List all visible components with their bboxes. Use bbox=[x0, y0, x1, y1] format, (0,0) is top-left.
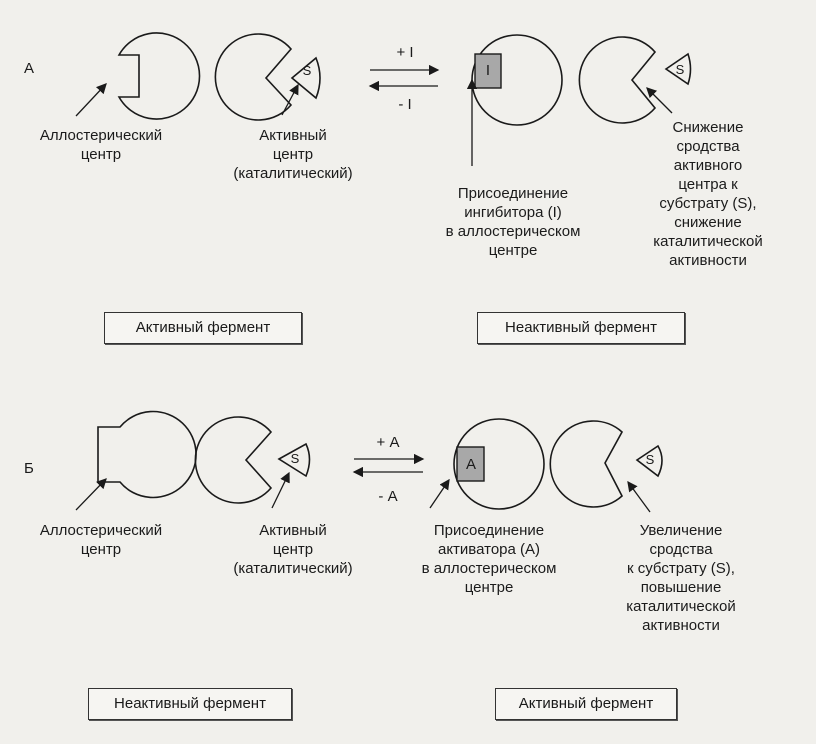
pointer-a-active bbox=[281, 83, 299, 116]
substrate-b-right-label: S bbox=[645, 452, 655, 467]
activator-label: A bbox=[465, 456, 476, 473]
allosteric-center-label-a: Аллостерический центр bbox=[39, 127, 163, 163]
arrow-a-back-label: - I bbox=[398, 96, 412, 113]
panel-a-letter: А bbox=[24, 60, 35, 77]
substrate-b-left-label: S bbox=[290, 451, 300, 466]
enzyme-a-right-catalytic-subunit bbox=[578, 36, 657, 124]
arrow-b-forward-label: + А bbox=[376, 434, 400, 451]
activator-marker-b bbox=[456, 446, 485, 482]
substrate-b-left-shape bbox=[277, 442, 311, 478]
active-enzyme-box-b: Активный фермент bbox=[495, 688, 677, 720]
substrate-a-left-shape bbox=[290, 56, 321, 100]
affinity-increase-label: Увеличение сродства к субстрату (S), пов… bbox=[626, 522, 736, 634]
enzyme-b-left-allosteric-subunit bbox=[97, 410, 197, 499]
inactive-enzyme-box-b: Неактивный фермент bbox=[88, 688, 292, 720]
substrate-a-right-shape bbox=[664, 52, 692, 86]
arrow-a-forward-label: + I bbox=[396, 44, 414, 61]
activator-binding-label: Присоединение активатора (А) в аллостери… bbox=[421, 522, 557, 596]
affinity-decrease-label: Снижение сродства активного центра к суб… bbox=[653, 119, 763, 269]
inhibitor-binding-label: Присоединение ингибитора (I) в аллостери… bbox=[445, 185, 581, 259]
enzyme-a-left-allosteric-subunit bbox=[117, 32, 201, 120]
enzyme-b-left-catalytic-subunit bbox=[194, 416, 273, 504]
pointer-a-allosteric bbox=[75, 83, 107, 117]
allosteric-center-label-b: Аллостерический центр bbox=[39, 522, 163, 558]
substrate-a-left-label: S bbox=[302, 63, 312, 78]
pointer-b-allosteric bbox=[75, 478, 107, 511]
enzyme-b-right-catalytic-subunit bbox=[549, 420, 624, 508]
pointer-b-affinity bbox=[627, 480, 651, 513]
active-enzyme-box-a: Активный фермент bbox=[104, 312, 302, 344]
substrate-b-right-shape bbox=[635, 444, 663, 478]
active-center-label-a: Активный центр (каталитический) bbox=[233, 127, 353, 182]
arrow-b-back-label: - А bbox=[378, 488, 398, 505]
inactive-enzyme-box-a: Неактивный фермент bbox=[477, 312, 685, 344]
active-center-label-b: Активный центр (каталитический) bbox=[233, 522, 353, 577]
panel-b-letter: Б bbox=[24, 460, 34, 477]
inhibitor-marker-a bbox=[474, 53, 502, 89]
inhibitor-label: I bbox=[485, 62, 491, 79]
pointer-b-activator bbox=[429, 478, 450, 509]
enzyme-a-left-catalytic-subunit bbox=[214, 33, 293, 121]
pointer-b-active bbox=[271, 471, 290, 509]
pointer-a-affinity bbox=[646, 87, 673, 114]
substrate-a-right-label: S bbox=[675, 62, 685, 77]
enzyme-b-right-allosteric-subunit bbox=[453, 418, 545, 510]
